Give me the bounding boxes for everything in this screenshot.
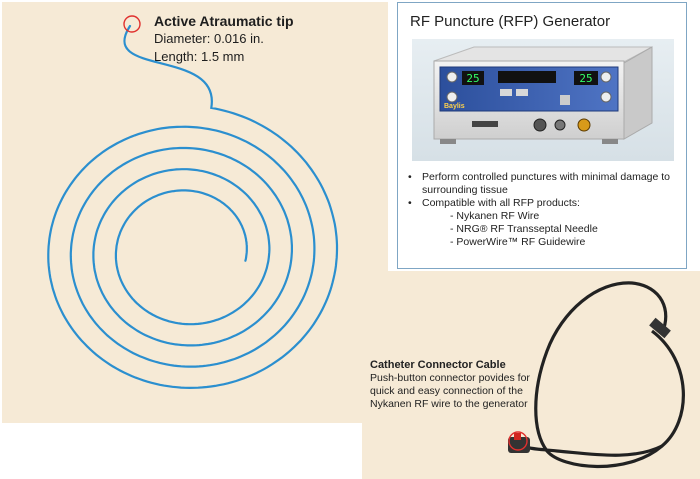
tip-callout-circle — [123, 15, 141, 33]
connector-end — [649, 317, 671, 339]
display-left-readout: 25 — [466, 72, 479, 85]
tip-title: Active Atraumatic tip — [154, 13, 294, 29]
cable-title: Catheter Connector Cable — [370, 359, 506, 371]
feature-text: Perform controlled punctures with minima… — [422, 171, 671, 196]
coiled-wire — [47, 24, 339, 390]
display-right-readout: 25 — [579, 72, 592, 85]
connector-cable-panel: Catheter Connector Cable Push-button con… — [362, 271, 700, 479]
product-item: - Nykanen RF Wire — [450, 210, 540, 222]
connector-callout-circle — [508, 431, 528, 451]
bullet-dot: • — [408, 197, 412, 209]
rf-generator-panel: RF Puncture (RFP) Generator — [397, 2, 687, 269]
feature-item: • Compatible with all RFP products: — [408, 197, 680, 210]
rf-generator-image: 25 25 Baylis — [412, 39, 674, 161]
coiled-wire-illustration — [47, 15, 339, 390]
bullet-dot: • — [408, 171, 412, 183]
cable-tail — [525, 444, 663, 457]
push-button — [514, 433, 521, 440]
tip-diameter: Diameter: 0.016 in. — [154, 31, 264, 46]
generator-brand: Baylis — [444, 103, 465, 110]
rf-feature-list: • Perform controlled punctures with mini… — [408, 171, 680, 249]
tip-callout: Active Atraumatic tip Diameter: 0.016 in… — [154, 12, 294, 66]
product-item: - PowerWire™ RF Guidewire — [450, 236, 586, 248]
feature-text: Compatible with all RFP products: — [422, 197, 580, 209]
connector-cable-illustration — [508, 281, 685, 469]
rf-generator-title: RF Puncture (RFP) Generator — [410, 13, 611, 30]
product-item: - NRG® RF Transseptal Needle — [450, 223, 598, 235]
cable-callout: Catheter Connector Cable Push-button con… — [370, 359, 540, 411]
feature-item: • Perform controlled punctures with mini… — [408, 171, 680, 197]
cable-description: Push-button connector povides for quick … — [370, 372, 530, 410]
tip-length: Length: 1.5 mm — [154, 49, 245, 64]
coiled-wire-panel: Active Atraumatic tip Diameter: 0.016 in… — [2, 2, 388, 423]
cable-loop — [534, 281, 685, 469]
